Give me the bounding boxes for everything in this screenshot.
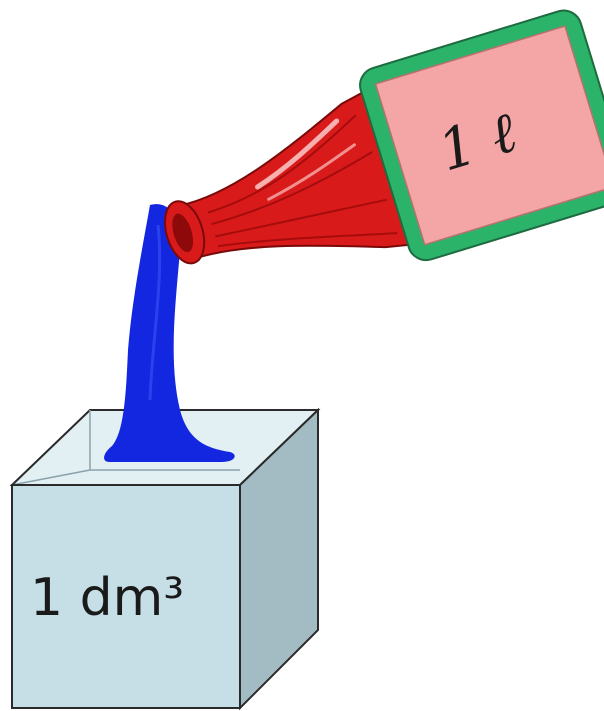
bottle-rib	[207, 114, 357, 214]
bottle-highlight	[267, 143, 356, 201]
cube-front	[11, 484, 241, 709]
liquid-highlight	[148, 224, 162, 401]
bottle-rib	[211, 151, 373, 226]
cube: 1 dm³	[9, 407, 321, 711]
bottle-highlight	[255, 118, 340, 190]
liquid-stream	[104, 204, 235, 462]
bottle-mouth-opening	[172, 213, 194, 253]
bottle-rib	[214, 198, 388, 238]
bottle: 1 ℓ	[164, 9, 604, 265]
bottle-rib	[217, 232, 398, 248]
liquid-stream-shape	[104, 204, 235, 462]
cube-volume-label: 1 dm³	[30, 568, 184, 628]
cube-inner-edge	[11, 469, 91, 486]
bottle-label	[374, 25, 604, 246]
